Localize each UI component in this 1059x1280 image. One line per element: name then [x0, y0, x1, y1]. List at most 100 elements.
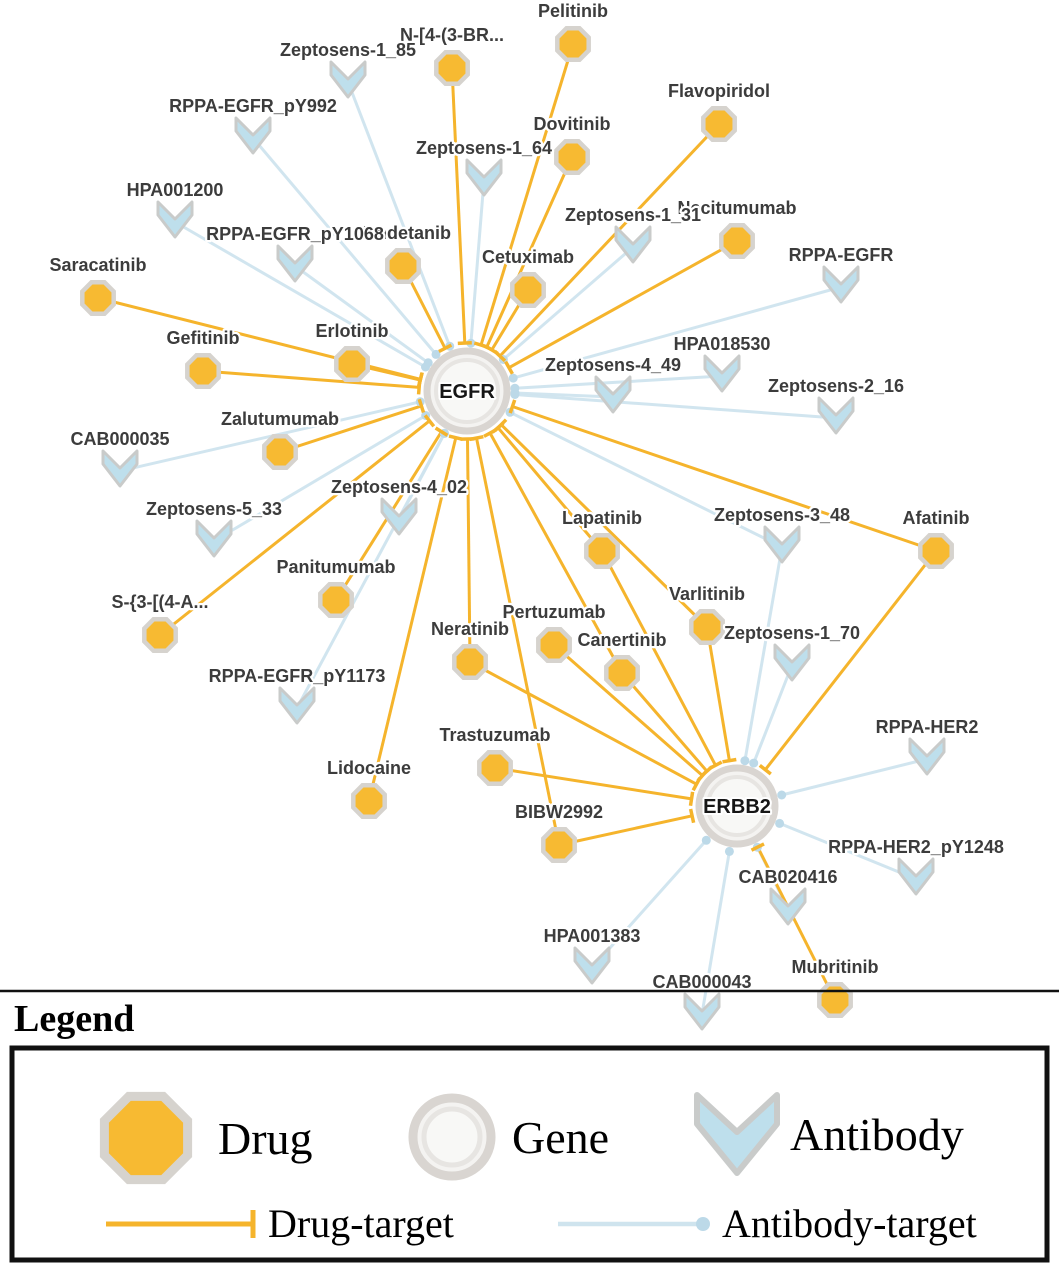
antibody-node-zeptosens-4-49[interactable] [594, 375, 632, 414]
drug-node-pelitinib[interactable] [555, 26, 591, 62]
gene-node-egfr[interactable] [423, 347, 511, 435]
drug-label: Pertuzumab [502, 602, 605, 622]
drug-octagon-icon [554, 139, 590, 175]
drug-node-vandetanib[interactable] [385, 248, 421, 284]
edge-antibody-target [514, 374, 723, 390]
antibody-node-hpa001200[interactable] [156, 200, 194, 239]
drug-node-pertuzumab[interactable] [536, 627, 572, 663]
drug-node-n-4-3-br[interactable] [434, 50, 470, 86]
drug-node-afatinib[interactable] [918, 533, 954, 569]
drug-label: N-[4-(3-BR... [400, 25, 504, 45]
antibody-node-rppa-egfr-py1173[interactable] [278, 686, 316, 725]
drug-node-dovitinib[interactable] [554, 139, 590, 175]
drug-target-tee [722, 757, 737, 764]
edge-antibody-target [174, 220, 427, 369]
drug-label: Vandetanib [355, 223, 451, 243]
drug-node-zalutumumab[interactable] [262, 434, 298, 470]
drug-target-tee [423, 414, 436, 428]
drug-octagon-icon [510, 272, 546, 308]
gene-icon-inner [421, 1106, 483, 1168]
drug-node-mubritinib[interactable] [817, 982, 853, 1018]
antibody-target-dot [431, 349, 441, 359]
drug-octagon-icon [689, 609, 725, 645]
antibody-target-dot [510, 390, 520, 399]
drug-node-necitumumab[interactable] [719, 223, 755, 259]
legend-title: Legend [14, 998, 134, 1040]
antibody-chevron-icon [276, 244, 314, 283]
antibody-node-zeptosens-1-64[interactable] [465, 158, 503, 197]
gene-circle-inner [434, 358, 500, 424]
legend-drug-target-label: Drug-target [268, 1201, 454, 1246]
antibody-target-dot [508, 373, 518, 383]
antibody-node-rppa-egfr-py992[interactable] [234, 116, 272, 155]
antibody-node-cab020416[interactable] [769, 887, 807, 926]
edge-drug-target [558, 814, 693, 847]
antibody-node-hpa001383[interactable] [573, 946, 611, 985]
antibody-label: HPA001200 [127, 180, 224, 200]
antibody-label: Zeptosens-5_33 [146, 499, 282, 519]
edge-antibody-target [781, 757, 928, 797]
antibody-node-zeptosens-1-85[interactable] [329, 60, 367, 99]
antibody-chevron-icon [822, 265, 860, 304]
antibody-label: RPPA-EGFR_pY1068 [206, 224, 384, 244]
drug-label: Afatinib [903, 508, 970, 528]
edge-drug-target [553, 643, 704, 777]
drug-node-bibw2992[interactable] [541, 827, 577, 863]
antibody-chevron-icon [683, 992, 721, 1031]
drug-node-lidocaine[interactable] [351, 783, 387, 819]
antibody-node-zeptosens-4-02[interactable] [380, 497, 418, 536]
antibody-node-cab000035[interactable] [101, 449, 139, 488]
drug-node-cetuximab[interactable] [510, 272, 546, 308]
edge-antibody-target [469, 179, 486, 344]
drug-node-s-3-4-a[interactable] [142, 617, 178, 653]
edge-antibody-target [213, 414, 427, 543]
drug-target-tee [504, 360, 514, 375]
legend-item-antibody-target: Antibody-target [558, 1201, 977, 1246]
drug-label: BIBW2992 [515, 802, 603, 822]
drug-octagon-icon [334, 346, 370, 382]
edge-drug-target [498, 122, 721, 358]
drug-node-panitumumab[interactable] [318, 582, 354, 618]
drug-target-tee [448, 434, 464, 442]
antibody-node-zeptosens-1-31[interactable] [614, 225, 652, 264]
drug-octagon-icon [918, 533, 954, 569]
antibody-node-hpa018530[interactable] [703, 354, 741, 393]
antibody-node-rppa-egfr[interactable] [822, 265, 860, 304]
drug-node-canertinib[interactable] [604, 655, 640, 691]
edge-drug-target [500, 423, 709, 629]
edge-drug-target [450, 67, 467, 344]
drug-node-neratinib[interactable] [452, 644, 488, 680]
antibody-node-zeptosens-5-33[interactable] [195, 519, 233, 558]
antibody-label: HPA018530 [674, 334, 771, 354]
antibody-node-cab000043[interactable] [683, 992, 721, 1031]
drug-label: Lapatinib [562, 508, 642, 528]
antibody-label: HPA001383 [544, 926, 641, 946]
drug-node-lapatinib[interactable] [584, 533, 620, 569]
antibody-node-zeptosens-2-16[interactable] [817, 396, 855, 435]
drug-icon [99, 1091, 193, 1185]
edge-drug-target [764, 550, 938, 771]
antibody-node-zeptosens-3-48[interactable] [763, 525, 801, 564]
drug-octagon-icon [351, 783, 387, 819]
antibody-node-rppa-egfr-py1068[interactable] [276, 244, 314, 283]
drug-octagon-icon [385, 248, 421, 284]
drug-node-saracatinib[interactable] [80, 280, 116, 316]
drug-node-gefitinib[interactable] [185, 353, 221, 389]
antibody-chevron-icon [614, 225, 652, 264]
drug-node-trastuzumab[interactable] [477, 750, 513, 786]
antibody-label: RPPA-HER2_pY1248 [828, 837, 1004, 857]
antibody-node-rppa-her2[interactable] [908, 737, 946, 776]
gene-node-erbb2[interactable] [695, 764, 779, 848]
drug-node-erlotinib[interactable] [334, 346, 370, 382]
drug-octagon-icon [701, 106, 737, 142]
drug-octagon-icon [142, 617, 178, 653]
legend-item-gene: Gene [408, 1093, 609, 1181]
antibody-label: RPPA-EGFR [789, 245, 894, 265]
antibody-node-zeptosens-1-70[interactable] [773, 643, 811, 682]
antibody-node-rppa-her2-py1248[interactable] [897, 857, 935, 896]
drug-node-varlitinib[interactable] [689, 609, 725, 645]
drug-target-tee [688, 791, 695, 807]
drug-node-flavopiridol[interactable] [701, 106, 737, 142]
antibody-chevron-icon [156, 200, 194, 239]
